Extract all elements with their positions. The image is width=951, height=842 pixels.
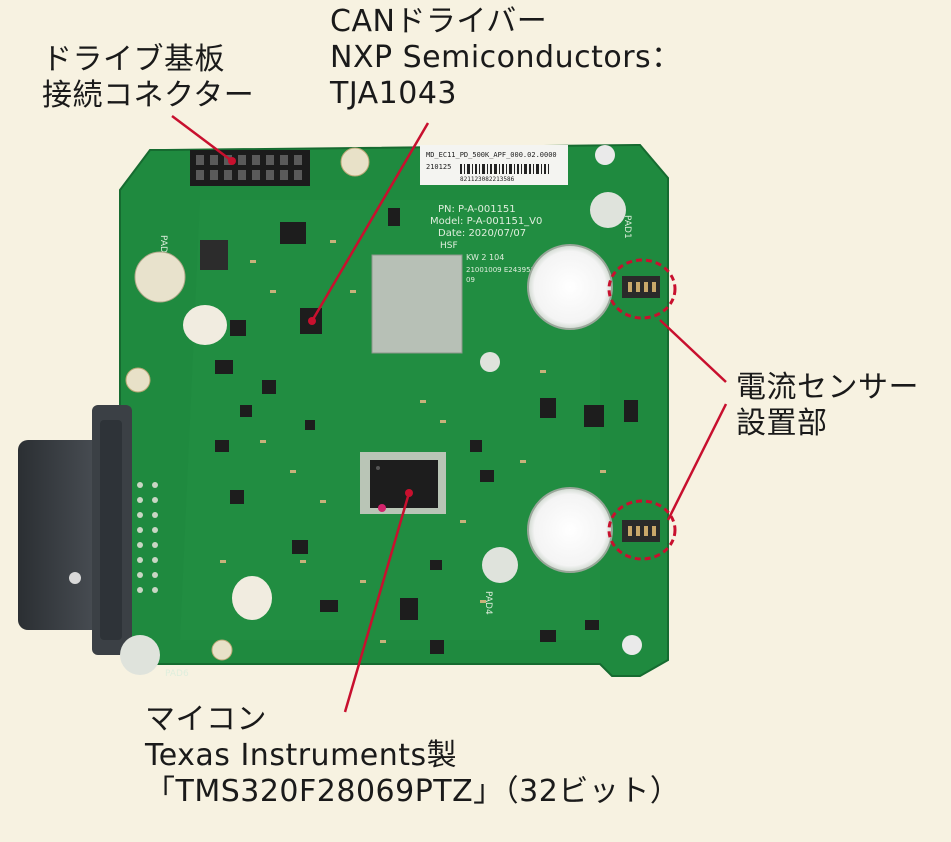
callout-line: 接続コネクター bbox=[42, 78, 255, 113]
current-sensors bbox=[622, 276, 660, 542]
svg-text:Date: 2020/07/07: Date: 2020/07/07 bbox=[438, 228, 526, 239]
callout-line: Texas Instruments製 bbox=[145, 738, 458, 773]
pin-holes bbox=[137, 482, 158, 593]
pad2-label: PAD2 bbox=[158, 235, 168, 259]
svg-text:21001009 E243951: 21001009 E243951 bbox=[466, 266, 535, 274]
leader-lines bbox=[171, 115, 728, 713]
drive-connector-callout: ドライブ基板 接続コネクター bbox=[42, 42, 254, 114]
svg-text:09: 09 bbox=[466, 276, 475, 284]
svg-text:MD_EC11_PD_500K_APF_000.02.000: MD_EC11_PD_500K_APF_000.02.0000 bbox=[426, 151, 557, 159]
shield-pad bbox=[371, 254, 463, 354]
svg-text:821123082213586: 821123082213586 bbox=[460, 176, 515, 183]
sensor-highlights bbox=[607, 258, 677, 561]
drive-board-header bbox=[190, 150, 310, 186]
left-connector bbox=[18, 405, 132, 655]
callout-line: CANドライバー bbox=[330, 4, 548, 39]
pad6-label: PAD6 bbox=[165, 669, 189, 679]
callout-line: TJA1043 bbox=[330, 76, 458, 111]
svg-text:Model: P-A-001151_V0: Model: P-A-001151_V0 bbox=[430, 216, 542, 227]
callout-line: 設置部 bbox=[736, 406, 828, 441]
mounting-pads bbox=[120, 145, 642, 675]
pad1-label: PAD1 bbox=[622, 215, 632, 239]
current-sensor-callout: 電流センサー 設置部 bbox=[736, 370, 919, 442]
pad4-label: PAD4 bbox=[483, 591, 493, 615]
leader-dots bbox=[228, 157, 413, 497]
callout-line: NXP Semiconductors： bbox=[330, 40, 682, 75]
svg-text:210125: 210125 bbox=[426, 163, 451, 171]
mcu-chip bbox=[360, 452, 446, 514]
callout-line: マイコン bbox=[145, 702, 267, 737]
barcode-sticker: MD_EC11_PD_500K_APF_000.02.0000 210125 8… bbox=[420, 145, 568, 185]
svg-text:KW 2 104: KW 2 104 bbox=[466, 253, 504, 262]
silk-label-block: PN: P-A-001151 Model: P-A-001151_V0 Date… bbox=[430, 204, 542, 284]
callout-line: 「TMS320F28069PTZ」（32ビット） bbox=[145, 774, 681, 809]
microcontroller-callout: マイコン Texas Instruments製 「TMS320F28069PTZ… bbox=[145, 702, 680, 810]
phase-holes bbox=[527, 244, 613, 573]
smd-components bbox=[215, 208, 638, 654]
svg-text:HSF: HSF bbox=[440, 241, 458, 251]
callout-line: ドライブ基板 bbox=[42, 42, 225, 77]
capacitors bbox=[134, 240, 272, 620]
callout-line: 電流センサー bbox=[736, 370, 919, 405]
can-driver-callout: CANドライバー NXP Semiconductors： TJA1043 bbox=[330, 4, 682, 112]
small-passives bbox=[220, 240, 606, 643]
svg-text:PN: P-A-001151: PN: P-A-001151 bbox=[438, 204, 516, 215]
